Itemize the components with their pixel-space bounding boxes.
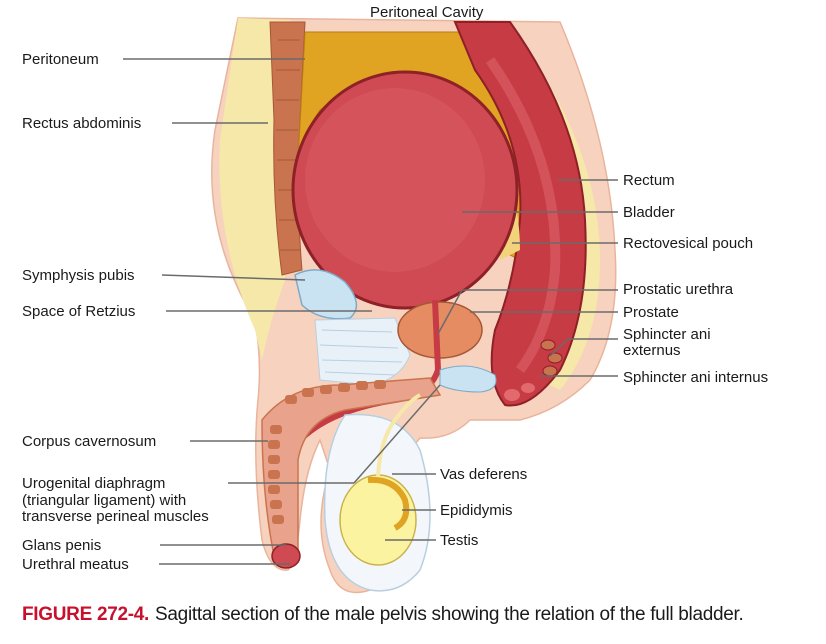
penis-shape: [261, 377, 442, 567]
epididymis-organ: [367, 476, 410, 531]
label-rectum: Rectum: [623, 172, 675, 189]
figure-caption: FIGURE 272-4.Sagittal section of the mal…: [22, 604, 822, 626]
label-sphincter-externus-line2: externus: [623, 342, 681, 359]
label-testis: Testis: [440, 532, 478, 549]
label-sphincter-ani-externus: Sphincter ani: [623, 326, 711, 343]
space-of-retzius-area: [314, 317, 411, 386]
label-rectovesical-pouch: Rectovesical pouch: [623, 235, 753, 252]
vas-deferens-organ: [376, 393, 421, 477]
label-urogenital-line3: transverse perineal muscles: [22, 508, 209, 525]
glans-penis-shape: [271, 543, 301, 569]
corpus-cavernosum-segments: [268, 380, 386, 524]
label-urogenital-line2: (triangular ligament) with: [22, 492, 186, 509]
label-urethral-meatus: Urethral meatus: [22, 556, 129, 573]
label-prostatic-urethra: Prostatic urethra: [623, 281, 734, 298]
label-urogenital-diaphragm: Urogenital diaphragm: [22, 475, 165, 492]
sphincter-ani-externus-shape: [540, 339, 563, 377]
caption-text: Sagittal section of the male pelvis show…: [155, 604, 744, 625]
figure-number: FIGURE 272-4.: [22, 604, 150, 625]
label-symphysis-pubis: Symphysis pubis: [22, 267, 135, 284]
sphincter-ani-internus-shape: [504, 383, 535, 401]
label-prostate: Prostate: [623, 304, 679, 321]
urogenital-diaphragm-shape: [439, 365, 497, 393]
leader-lines: [123, 58, 618, 565]
anterior-fat: [219, 18, 290, 360]
label-vas-deferens: Vas deferens: [440, 466, 527, 483]
label-space-of-retzius: Space of Retzius: [22, 303, 135, 320]
label-bladder: Bladder: [623, 204, 675, 221]
label-peritoneal-cavity: Peritoneal Cavity: [370, 4, 484, 21]
label-rectus-abdominis: Rectus abdominis: [22, 115, 141, 132]
label-glans-penis: Glans penis: [22, 537, 101, 554]
symphysis-pubis-shape: [294, 269, 358, 320]
label-epididymis: Epididymis: [440, 502, 513, 519]
label-peritoneum: Peritoneum: [22, 51, 99, 68]
label-sphincter-ani-internus: Sphincter ani internus: [623, 369, 768, 386]
label-corpus-cavernosum: Corpus cavernosum: [22, 433, 156, 450]
